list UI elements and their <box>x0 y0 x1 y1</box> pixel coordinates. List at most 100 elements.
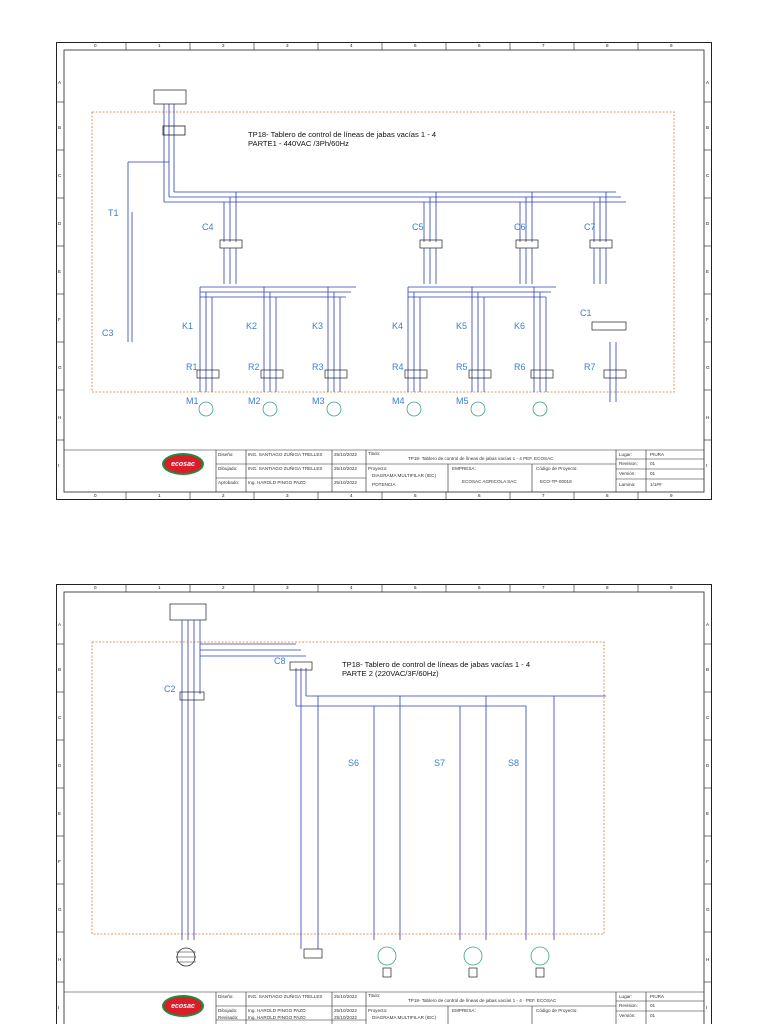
row-letter: B <box>706 667 710 672</box>
tb-lugar-value: PIURA <box>650 452 665 457</box>
row-letter: G <box>706 907 710 912</box>
overload-relay <box>468 369 492 379</box>
breaker <box>219 239 243 249</box>
column-number: 9 <box>670 43 673 48</box>
tb-revision-value: 01 <box>650 461 656 466</box>
component-label-k2: K2 <box>246 321 258 331</box>
component-label-m3: M3 <box>312 396 325 406</box>
column-number: 8 <box>606 43 609 48</box>
row-letter: D <box>706 221 710 226</box>
column-number: 5 <box>414 43 417 48</box>
tb-codigo-label: Código de Proyecto: <box>536 1008 578 1013</box>
tb-proyecto-value1: DIAGRAMA MULTIFILAR (IEC) <box>372 1015 436 1020</box>
row-letter: D <box>58 763 62 768</box>
column-number: 6 <box>478 585 481 590</box>
row-letter: F <box>58 317 61 322</box>
row-letter: C <box>58 173 62 178</box>
tb-version-value: 01 <box>650 471 656 476</box>
sheet-1-drawing <box>56 42 712 500</box>
component-label-r5: R5 <box>456 362 468 372</box>
row-letter: E <box>706 811 710 816</box>
component-label-m1: M1 <box>186 396 199 406</box>
column-number: 0 <box>94 585 97 590</box>
row-letter: A <box>706 622 710 627</box>
tb-dibujado-name: Ing. HAROLD PINGO PAZO <box>248 1008 306 1013</box>
schematic-sheet-1: TP18- Tablero de control de líneas de ja… <box>56 42 712 500</box>
component-label-r3: R3 <box>312 362 324 372</box>
tb-revision-label: Revision: <box>619 1003 638 1008</box>
component-label-m2: M2 <box>248 396 261 406</box>
tb-diseno-name: ING. SANTIAGO ZUÑIGA TRELLES <box>248 452 323 457</box>
row-letter: F <box>706 859 709 864</box>
schematic-sheet-2: TP18- Tablero de control de líneas de ja… <box>56 584 712 1024</box>
component-label-r4: R4 <box>392 362 404 372</box>
column-number: 5 <box>414 493 417 498</box>
tb-diseno-date: 25/10/2022 <box>334 994 357 999</box>
tb-codigo-label: Código de Proyecto: <box>536 466 578 471</box>
motor <box>262 401 278 417</box>
component-label-m4: M4 <box>392 396 405 406</box>
component-label-c5: C5 <box>412 222 424 232</box>
column-number: 3 <box>286 493 289 498</box>
column-number: 7 <box>542 43 545 48</box>
column-number: 2 <box>222 43 225 48</box>
component-label-k1: K1 <box>182 321 194 331</box>
tb-dibujado-label: Dibujado: <box>218 466 238 471</box>
sheet-2-title-line1: TP18- Tablero de control de líneas de ja… <box>342 660 531 669</box>
column-number: 0 <box>94 43 97 48</box>
breaker <box>515 239 539 249</box>
tb-revision-label: Revision: <box>619 461 638 466</box>
row-letter: H <box>706 957 710 962</box>
column-number: 7 <box>542 585 545 590</box>
row-letter: B <box>58 667 62 672</box>
tb-version-label: Versión: <box>619 471 636 476</box>
tb-lugar-label: Lugar: <box>619 994 633 999</box>
tb-lamina-value: 1/1## <box>650 482 662 487</box>
column-number: 6 <box>478 493 481 498</box>
column-number: 9 <box>670 493 673 498</box>
column-number: 7 <box>542 493 545 498</box>
column-number: 5 <box>414 585 417 590</box>
tb-empresa-label: EMPRESA: <box>452 466 476 471</box>
tb-proyecto-label: Proyecto: <box>368 1008 388 1013</box>
sheet-1-title-line2: PARTE1 - 440VAC /3Ph/60Hz <box>248 139 349 148</box>
tb-diseno-label: Diseño: <box>218 452 234 457</box>
motor <box>198 401 214 417</box>
row-letter: I <box>706 463 708 468</box>
component-label-s7: S7 <box>434 758 446 768</box>
row-letter: H <box>706 415 710 420</box>
ecosac-logo: ecosac <box>162 995 204 1017</box>
column-number: 8 <box>606 585 609 590</box>
breaker <box>419 239 443 249</box>
tb-revisado-label: Revisado: <box>218 1015 239 1020</box>
component-label-r1: R1 <box>186 362 198 372</box>
column-number: 2 <box>222 585 225 590</box>
overload-relay <box>196 369 220 379</box>
tb-lugar-value: PIURA <box>650 994 665 999</box>
tb-lamina-label: Lamina: <box>619 482 636 487</box>
component-label-k6: K6 <box>514 321 526 331</box>
tb-diseno-label: Diseño: <box>218 994 234 999</box>
column-number: 4 <box>350 493 353 498</box>
component-label-k5: K5 <box>456 321 468 331</box>
row-letter: C <box>58 715 62 720</box>
component-label-c1: C1 <box>580 308 592 318</box>
column-number: 2 <box>222 493 225 498</box>
row-letter: C <box>706 173 710 178</box>
sheet-2-drawing <box>56 584 712 1024</box>
tb-titulo-label: Titulo: <box>368 993 381 998</box>
column-number: 9 <box>670 585 673 590</box>
overload-relay <box>603 369 627 379</box>
tb-revisado-date: 25/10/2022 <box>334 1015 357 1020</box>
tb-diseno-name: ING. SANTIAGO ZUÑIGA TRELLES <box>248 994 323 999</box>
row-letter: E <box>706 269 710 274</box>
component-label-c4: C4 <box>202 222 214 232</box>
tb-proyecto-value2: POTENCIA <box>372 482 396 487</box>
row-letter: D <box>706 763 710 768</box>
row-letter: D <box>58 221 62 226</box>
row-letter: A <box>706 80 710 85</box>
tb-dibujado-name: ING. SANTIAGO ZUÑIGA TRELLES <box>248 466 323 471</box>
column-number: 1 <box>158 493 161 498</box>
tb-aprobado-name: Ing. HAROLD PINGO PAZO <box>248 480 306 485</box>
breaker <box>589 239 613 249</box>
